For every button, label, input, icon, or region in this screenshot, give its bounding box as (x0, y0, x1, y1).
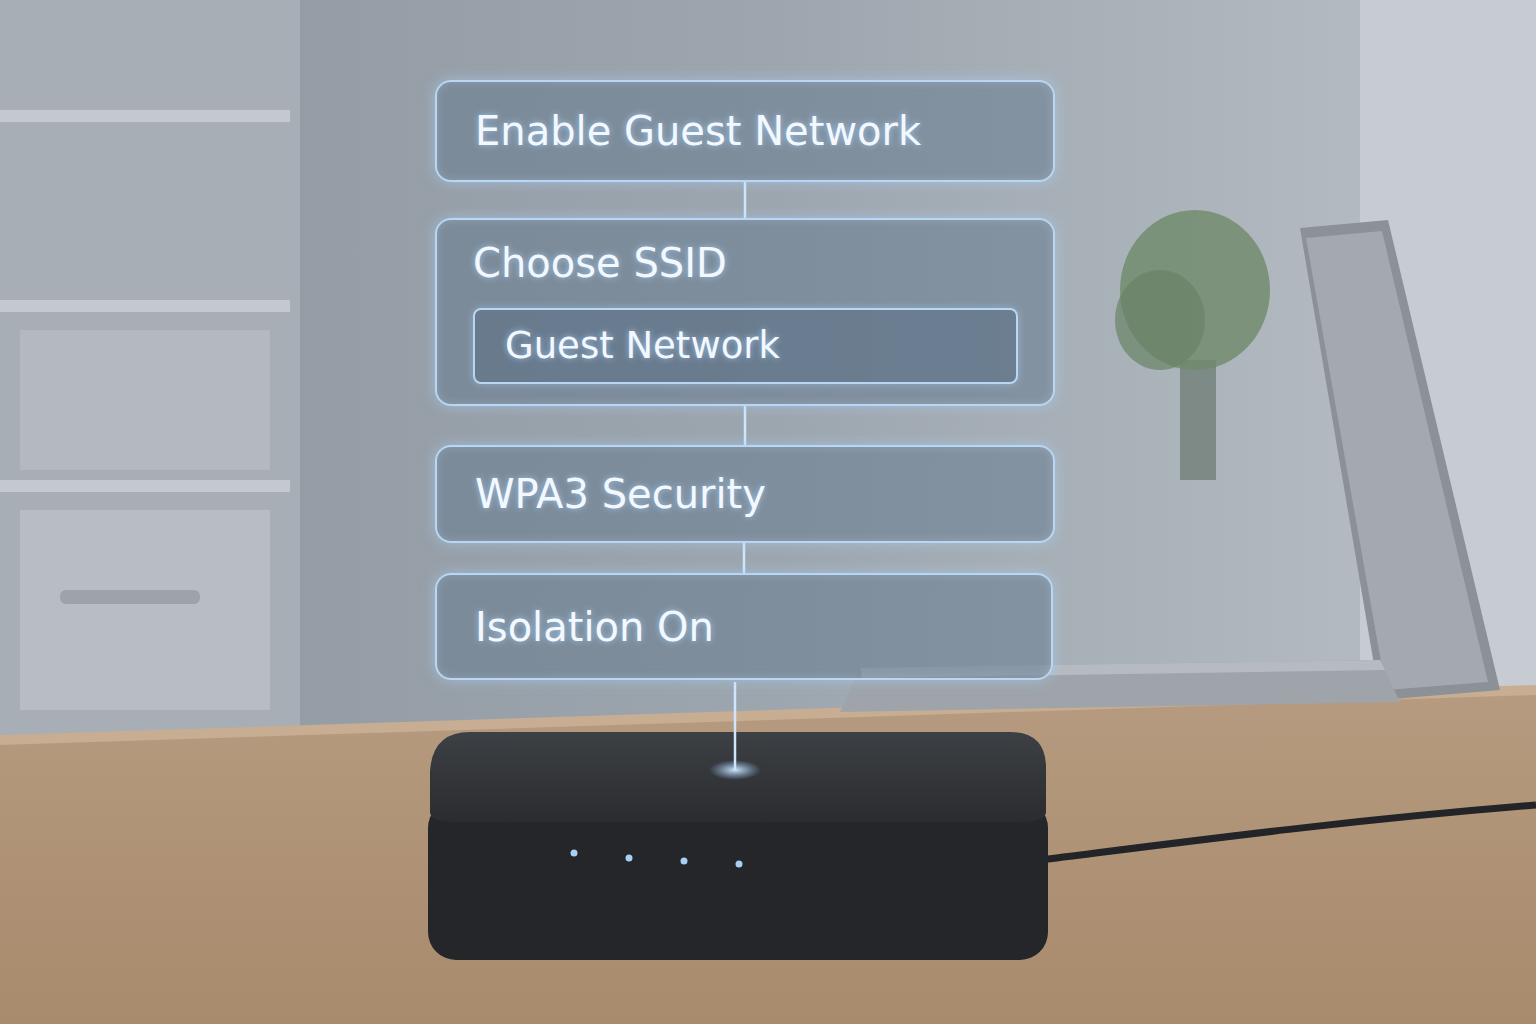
step-box: Choose SSID Guest Network (435, 218, 1055, 406)
connector-line (744, 182, 747, 218)
ssid-field: Guest Network (473, 308, 1018, 384)
step-box: Enable Guest Network (435, 80, 1055, 182)
beam-line (734, 682, 737, 770)
step-box: Isolation On (435, 573, 1053, 680)
step-label: Choose SSID (473, 240, 1017, 286)
step-label: Enable Guest Network (475, 108, 1015, 154)
connector-line (744, 406, 747, 445)
step-label: Guest Network (505, 325, 986, 368)
step-label: Isolation On (475, 604, 1013, 650)
connector-line (743, 543, 746, 573)
step-box: WPA3 Security (435, 445, 1055, 543)
step-label: WPA3 Security (475, 471, 1015, 517)
